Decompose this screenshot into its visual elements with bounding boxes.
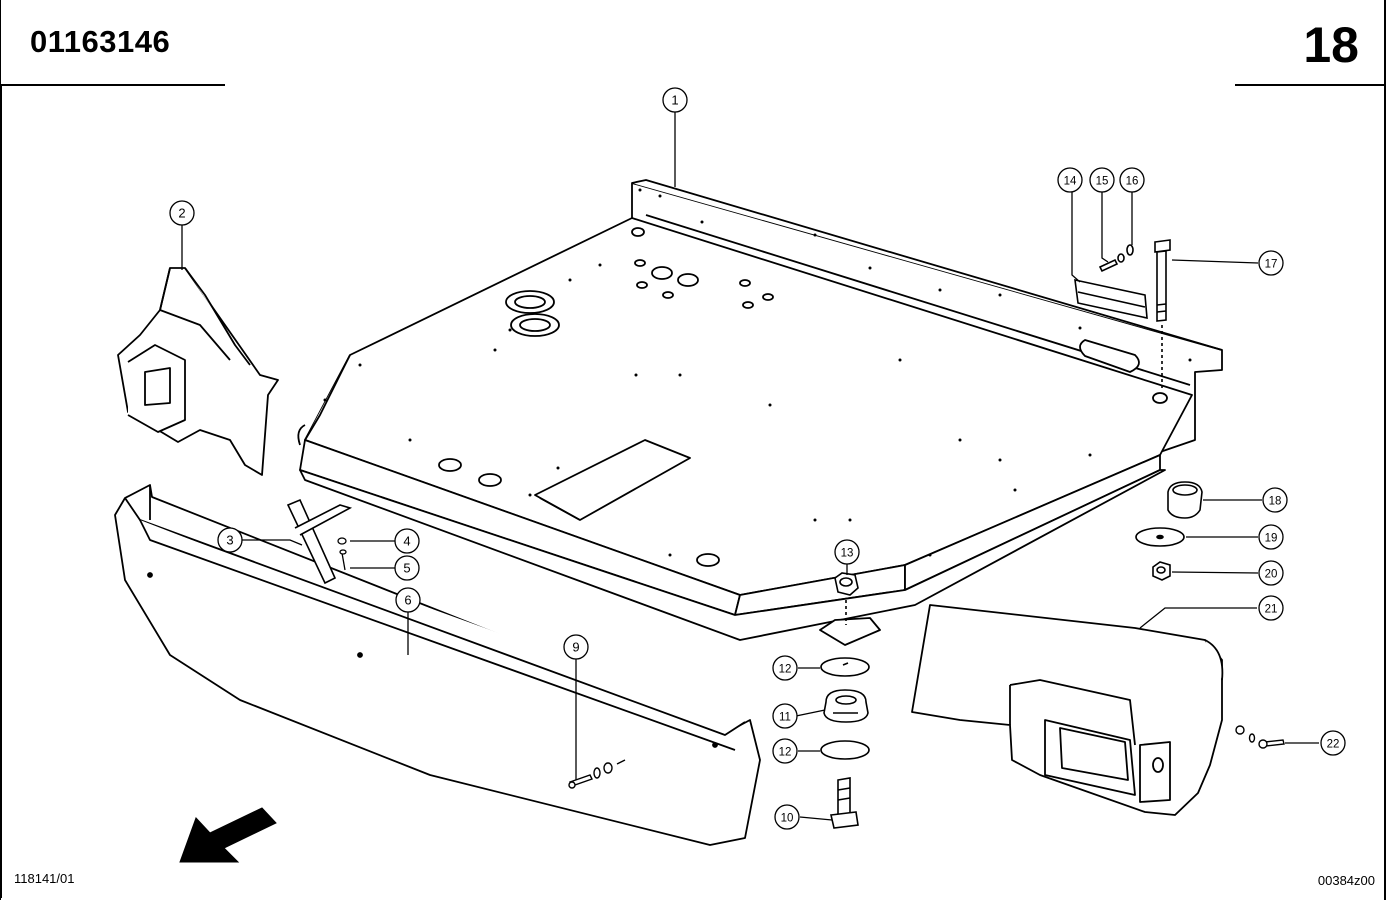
callout-c4: 4 bbox=[394, 528, 420, 554]
callout-c16: 16 bbox=[1119, 167, 1145, 193]
callout-label: 15 bbox=[1096, 176, 1109, 188]
drawing-reference-code: 118141/01 bbox=[14, 871, 75, 886]
callout-label: 9 bbox=[572, 640, 579, 655]
callout-circle bbox=[772, 738, 798, 764]
callout-circle bbox=[662, 87, 688, 113]
callout-circle bbox=[1262, 487, 1288, 513]
plate-rivet-dots bbox=[323, 188, 1192, 557]
callout-c15: 15 bbox=[1089, 167, 1115, 193]
callout-circle bbox=[772, 655, 798, 681]
callout-circle bbox=[1320, 730, 1346, 756]
front-bumper bbox=[114, 484, 761, 846]
direction-arrow bbox=[179, 807, 277, 863]
callout-label: 5 bbox=[403, 561, 410, 576]
callout-label: 22 bbox=[1327, 739, 1340, 751]
callout-label: 4 bbox=[403, 534, 410, 549]
bracket-washer-screw bbox=[337, 537, 347, 571]
callout-c12a: 12 bbox=[772, 655, 798, 681]
callout-label: 6 bbox=[404, 593, 411, 608]
callout-c22: 22 bbox=[1320, 730, 1346, 756]
callout-circle bbox=[169, 200, 195, 226]
callout-c3: 3 bbox=[217, 527, 243, 553]
callout-label: 18 bbox=[1269, 496, 1282, 508]
callout-label: 16 bbox=[1126, 176, 1139, 188]
callout-c11: 11 bbox=[772, 703, 798, 729]
callout-label: 17 bbox=[1265, 259, 1278, 271]
callout-c10: 10 bbox=[774, 804, 800, 830]
rear-clamp-plate bbox=[1074, 244, 1148, 320]
center-mount-stack bbox=[820, 572, 870, 829]
callout-label: 12 bbox=[779, 664, 792, 676]
callout-c17: 17 bbox=[1258, 250, 1284, 276]
callout-c12b: 12 bbox=[772, 738, 798, 764]
bumper-bolt-set bbox=[568, 759, 626, 789]
callout-label: 19 bbox=[1265, 533, 1278, 545]
page-number: 18 bbox=[1303, 17, 1359, 73]
callout-c5: 5 bbox=[394, 555, 420, 581]
callout-circle bbox=[772, 703, 798, 729]
leader-lines bbox=[181, 110, 1319, 821]
callout-circle bbox=[395, 587, 421, 613]
callout-c6: 6 bbox=[395, 587, 421, 613]
callout-circle bbox=[394, 555, 420, 581]
callout-label: 12 bbox=[779, 747, 792, 759]
callout-circle bbox=[563, 634, 589, 660]
sheet-reference-code: 00384z00 bbox=[1317, 873, 1375, 888]
callout-circle bbox=[1258, 250, 1284, 276]
callout-circle bbox=[1057, 167, 1083, 193]
right-mount-stack bbox=[1135, 481, 1203, 581]
callout-c13: 13 bbox=[834, 539, 860, 565]
callout-label: 13 bbox=[841, 548, 854, 560]
callout-circle bbox=[834, 539, 860, 565]
callout-c9: 9 bbox=[563, 634, 589, 660]
callout-c19: 19 bbox=[1258, 524, 1284, 550]
callout-c2: 2 bbox=[169, 200, 195, 226]
callout-label: 14 bbox=[1064, 176, 1077, 188]
callout-label: 2 bbox=[178, 206, 185, 221]
cover-screw-set bbox=[1235, 725, 1285, 749]
callout-label: 1 bbox=[671, 93, 678, 108]
callout-circle bbox=[1258, 560, 1284, 586]
callout-c14: 14 bbox=[1057, 167, 1083, 193]
frame-plate bbox=[297, 179, 1223, 646]
bumper-bracket bbox=[286, 498, 353, 585]
long-bolt bbox=[1154, 239, 1171, 390]
callout-label: 11 bbox=[779, 712, 791, 724]
callout-circle bbox=[394, 528, 420, 554]
callout-label: 10 bbox=[781, 813, 794, 825]
callout-c20: 20 bbox=[1258, 560, 1284, 586]
left-rear-cover bbox=[117, 267, 279, 476]
callout-circle bbox=[1258, 595, 1284, 621]
callout-label: 20 bbox=[1265, 569, 1278, 581]
callout-c18: 18 bbox=[1262, 487, 1288, 513]
callout-c21: 21 bbox=[1258, 595, 1284, 621]
callout-circle bbox=[774, 804, 800, 830]
part-number-title: 01163146 bbox=[30, 24, 171, 59]
callout-circle bbox=[1119, 167, 1145, 193]
callout-label: 21 bbox=[1265, 604, 1278, 616]
callout-circle bbox=[1258, 524, 1284, 550]
callout-circle bbox=[217, 527, 243, 553]
right-rear-cover bbox=[911, 604, 1224, 816]
callout-c1: 1 bbox=[662, 87, 688, 113]
callout-circle bbox=[1089, 167, 1115, 193]
callout-label: 3 bbox=[226, 533, 233, 548]
